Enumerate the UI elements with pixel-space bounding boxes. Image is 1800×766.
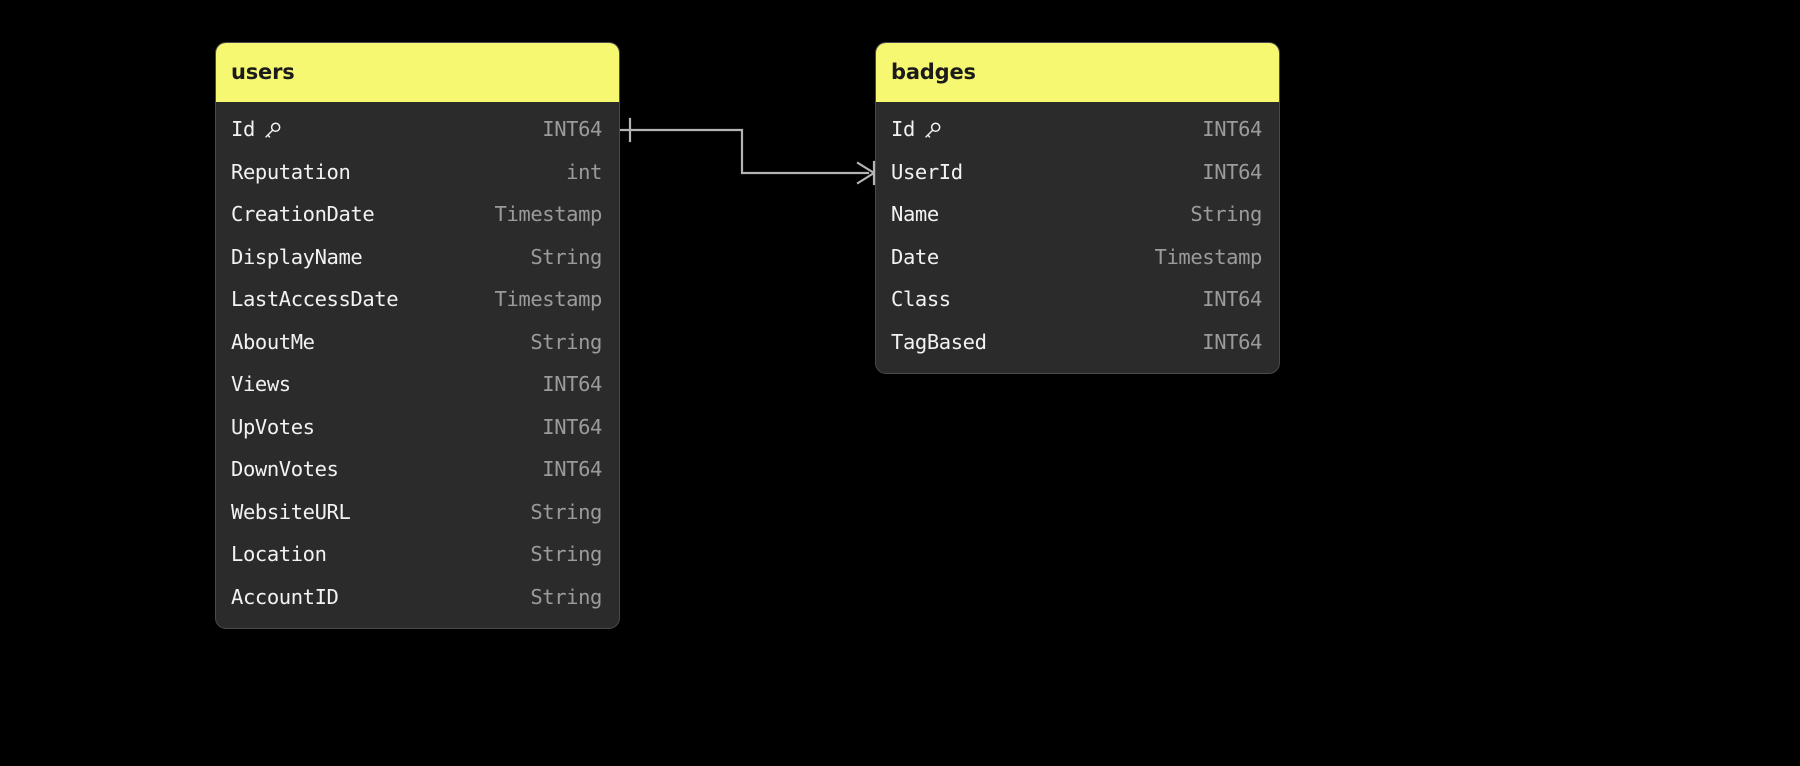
field-label: DownVotes — [231, 457, 339, 481]
relationship-path — [618, 128, 870, 175]
field-row-name[interactable]: Name String — [876, 193, 1279, 236]
cardinality-many-crowsfoot — [856, 160, 876, 186]
entity-card-users[interactable]: users Id INT64 Reputatio — [215, 42, 620, 629]
field-name-cell: DownVotes — [231, 457, 339, 481]
field-type-cell: INT64 — [542, 372, 602, 396]
field-row-upvotes[interactable]: UpVotes INT64 — [216, 406, 619, 449]
entity-title-badges: badges — [876, 43, 1279, 102]
field-label: UserId — [891, 159, 963, 184]
field-row-date[interactable]: Date Timestamp — [876, 236, 1279, 279]
field-name-cell: AboutMe — [231, 329, 315, 354]
field-name-cell: UpVotes — [231, 414, 315, 439]
field-type-cell: INT64 — [1202, 117, 1262, 141]
field-row-location[interactable]: Location String — [216, 533, 619, 576]
field-label: AccountID — [231, 584, 339, 609]
field-label: CreationDate — [231, 202, 375, 226]
field-row-reputation[interactable]: Reputation int — [216, 151, 619, 194]
entity-card-badges[interactable]: badges Id INT64 UserId — [875, 42, 1280, 374]
field-type-cell: INT64 — [1202, 287, 1262, 311]
field-type-cell: String — [530, 244, 602, 269]
field-type-cell: int — [566, 159, 602, 184]
relationship-users-id-to-badges-userid — [618, 117, 876, 186]
field-type-cell: Timestamp — [494, 202, 603, 226]
field-type-cell: INT64 — [1202, 159, 1262, 184]
field-name-cell: Class — [891, 289, 951, 310]
field-row-id[interactable]: Id INT64 — [216, 108, 619, 151]
field-label: LastAccessDate — [231, 287, 399, 311]
field-row-accountid[interactable]: AccountID String — [216, 576, 619, 619]
field-name-cell: AccountID — [231, 584, 339, 609]
field-row-aboutme[interactable]: AboutMe String — [216, 321, 619, 364]
field-type-cell: String — [530, 542, 602, 566]
field-label: UpVotes — [231, 414, 315, 439]
field-type-cell: INT64 — [542, 457, 602, 481]
field-name-cell: CreationDate — [231, 202, 375, 226]
key-icon — [922, 120, 943, 141]
field-type-cell: INT64 — [1202, 329, 1262, 354]
field-label: DisplayName — [231, 244, 363, 269]
field-name-cell: Name — [891, 204, 939, 225]
field-name-cell: Location — [231, 544, 327, 565]
field-type-cell: String — [530, 499, 602, 524]
field-name-cell: UserId — [891, 159, 963, 184]
field-name-cell: Reputation — [231, 159, 351, 184]
field-label: Id — [891, 117, 915, 141]
field-row-id[interactable]: Id INT64 — [876, 108, 1279, 151]
entity-fields-badges: Id INT64 UserId INT64 — [876, 102, 1279, 373]
field-label: Views — [231, 372, 291, 396]
field-label: Class — [891, 287, 951, 311]
field-label: Location — [231, 542, 327, 566]
field-name-cell: TagBased — [891, 329, 987, 354]
field-label: TagBased — [891, 329, 987, 354]
field-name-cell: Id — [231, 119, 283, 140]
field-label: Reputation — [231, 159, 351, 184]
entity-fields-users: Id INT64 Reputation int — [216, 102, 619, 628]
field-row-class[interactable]: Class INT64 — [876, 278, 1279, 321]
field-label: WebsiteURL — [231, 499, 351, 524]
field-row-tagbased[interactable]: TagBased INT64 — [876, 321, 1279, 364]
field-type-cell: String — [530, 329, 602, 354]
field-type-cell: String — [530, 584, 602, 609]
field-label: Id — [231, 117, 255, 141]
field-type-cell: Timestamp — [1154, 244, 1263, 269]
field-name-cell: Id — [891, 119, 943, 140]
field-row-websiteurl[interactable]: WebsiteURL String — [216, 491, 619, 534]
field-row-displayname[interactable]: DisplayName String — [216, 236, 619, 279]
field-label: Name — [891, 202, 939, 226]
field-name-cell: WebsiteURL — [231, 499, 351, 524]
field-label: AboutMe — [231, 329, 315, 354]
field-name-cell: DisplayName — [231, 244, 363, 269]
field-row-creationdate[interactable]: CreationDate Timestamp — [216, 193, 619, 236]
field-type-cell: String — [1190, 202, 1262, 226]
key-icon — [262, 120, 283, 141]
field-type-cell: Timestamp — [494, 287, 603, 311]
field-row-lastaccessdate[interactable]: LastAccessDate Timestamp — [216, 278, 619, 321]
field-type-cell: INT64 — [542, 414, 602, 439]
entity-title-users: users — [216, 43, 619, 102]
field-type-cell: INT64 — [542, 117, 602, 141]
field-name-cell: Views — [231, 374, 291, 395]
field-name-cell: Date — [891, 244, 939, 269]
field-row-userid[interactable]: UserId INT64 — [876, 151, 1279, 194]
field-name-cell: LastAccessDate — [231, 287, 399, 311]
field-row-views[interactable]: Views INT64 — [216, 363, 619, 406]
field-label: Date — [891, 244, 939, 269]
field-row-downvotes[interactable]: DownVotes INT64 — [216, 448, 619, 491]
